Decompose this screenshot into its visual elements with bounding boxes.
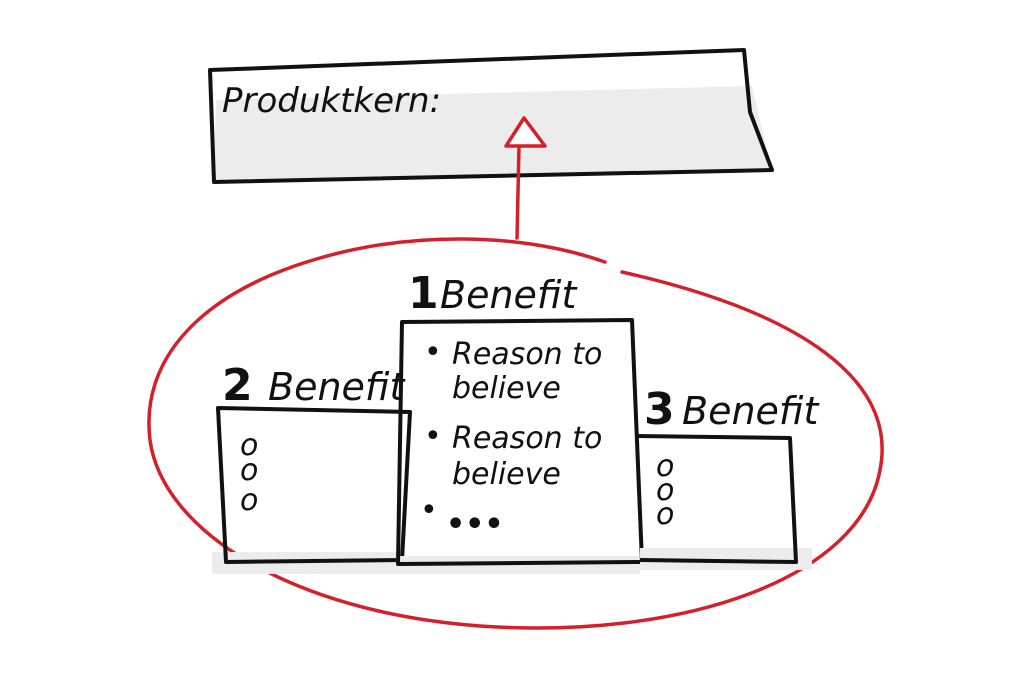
reason-1-bullet: • [424,335,442,370]
podium-third-bullet-2: o [656,473,674,508]
podium-first: 1 Benefit • Reason to believe • Reason t… [396,268,644,574]
reason-1-line-1: Reason to [452,337,602,372]
podium-first-title: Benefit [440,273,578,317]
podium-third-bullet-3: o [656,497,674,532]
podium-second-bullet-2: o [240,453,258,488]
reason-1-line-2: believe [452,371,561,406]
more-ellipsis: ••• [446,507,504,542]
arrow-head-icon [504,116,547,148]
podium-third-title: Benefit [682,389,820,433]
podium-second-title: Benefit [268,365,406,409]
podium-second-rank: 2 [222,360,253,411]
reason-2-bullet: • [424,419,442,454]
product-core-outline [208,48,774,184]
product-core-label: Produktkern: [222,81,441,121]
podium-second-bullet-3: o [240,483,258,518]
product-core-box: Produktkern: [208,48,774,184]
podium-ellipse [147,237,884,630]
podium-second-bullet-1: o [240,428,258,463]
podium-third: 3 Benefit o o o [635,384,820,570]
podium-third-rank: 3 [644,384,675,435]
podium-third-bullet-1: o [656,449,674,484]
podium-third-outline [635,434,798,564]
product-core-shadow [214,86,772,183]
reason-2-line-2: believe [452,457,561,492]
podium-first-rank: 1 [408,268,439,319]
arrow-shaft [515,144,521,240]
podium-second: 2 Benefit o o o [212,360,412,574]
reason-2-line-1: Reason to [452,421,602,456]
podium-third-shadow [640,548,812,570]
arrow-to-core [504,116,547,240]
more-bullet: • [420,493,438,528]
